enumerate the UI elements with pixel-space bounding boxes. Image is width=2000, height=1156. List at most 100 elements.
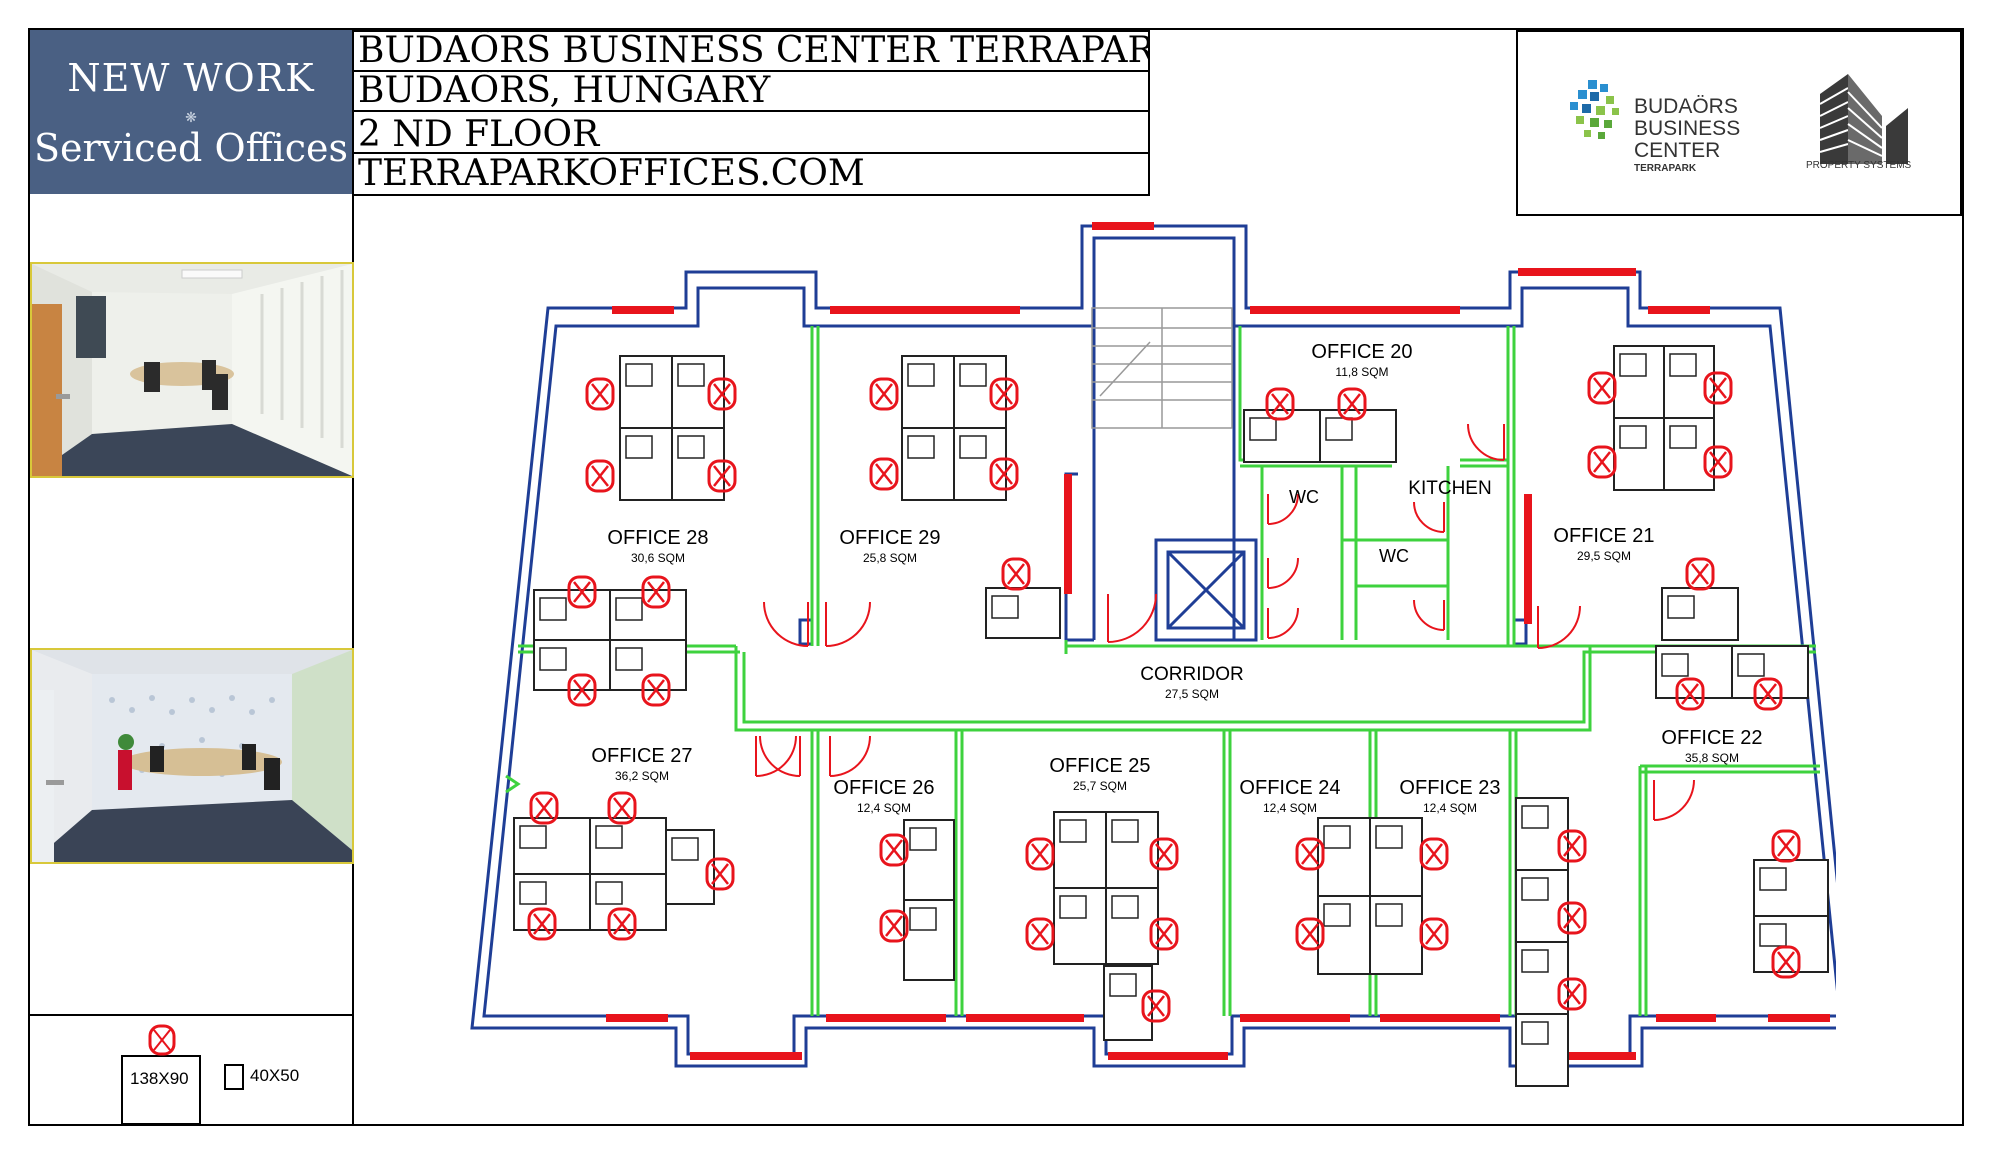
corridor-name: CORRIDOR <box>1140 664 1243 685</box>
chair-mark <box>711 863 729 885</box>
header-right-line <box>1148 30 1150 196</box>
office-26-name: OFFICE 26 <box>833 777 934 799</box>
drawer-unit <box>909 827 937 851</box>
drawer-unit <box>991 595 1019 619</box>
desks <box>513 345 1829 1087</box>
chair-mark <box>1343 393 1361 415</box>
chair-icon <box>1685 557 1715 591</box>
chair-mark <box>1563 907 1581 929</box>
door-swing <box>1107 593 1157 643</box>
office-20-area: 11,8 SQM <box>1335 365 1388 379</box>
door-swing <box>759 735 801 777</box>
chair-seat <box>1295 917 1325 951</box>
chair-mark <box>1777 951 1795 973</box>
chair-mark <box>1709 377 1727 399</box>
chair-icon <box>607 907 637 941</box>
legend-small-box <box>224 1064 244 1090</box>
chair-mark <box>1563 835 1581 857</box>
window <box>1648 306 1710 314</box>
chair-icon <box>879 909 909 943</box>
door-swing <box>1267 607 1299 639</box>
chair-icon <box>1675 677 1705 711</box>
drawer-unit <box>909 907 937 931</box>
office-20-name: OFFICE 20 <box>1311 341 1412 363</box>
drawer-unit <box>1111 895 1139 919</box>
chair-seat <box>1557 829 1587 863</box>
header-location: BUDAÖRS, HUNGARY <box>354 72 1150 112</box>
window <box>1250 306 1460 314</box>
chair-icon <box>1703 445 1733 479</box>
chair-mark <box>875 383 893 405</box>
door-swing <box>755 735 797 777</box>
kitchen-label: KITCHEN <box>1408 478 1491 499</box>
drawer-unit <box>1619 425 1647 449</box>
window <box>1240 1014 1350 1022</box>
drawer-unit <box>1759 867 1787 891</box>
chair-seat <box>1419 917 1449 951</box>
chair-seat <box>1771 945 1801 979</box>
drawer-unit <box>959 363 987 387</box>
chair-mark <box>1425 843 1443 865</box>
bbc-logo-line3: CENTER <box>1634 139 1721 162</box>
chair-mark <box>995 463 1013 485</box>
chair-mark <box>1425 923 1443 945</box>
drawer-unit <box>671 837 699 861</box>
chair-mark <box>885 915 903 937</box>
drawer-unit <box>677 435 705 459</box>
door-swing <box>1267 493 1299 525</box>
chair-mark <box>1777 835 1795 857</box>
drawer-unit <box>1323 825 1351 849</box>
drawer-unit <box>1619 353 1647 377</box>
chair-mark <box>535 797 553 819</box>
chair-icon <box>1149 917 1179 951</box>
chair-mark <box>1681 683 1699 705</box>
chair-seat <box>529 791 559 825</box>
chair-icon <box>1419 837 1449 871</box>
chair-icon <box>529 791 559 825</box>
brand-line1: NEW WORK <box>67 56 315 100</box>
chair-mark <box>1155 923 1173 945</box>
chair-seat <box>1025 917 1055 951</box>
chair-mark <box>713 383 731 405</box>
office-22-area: 35,8 SQM <box>1685 751 1739 765</box>
drawer-unit <box>1325 417 1353 441</box>
door-swing <box>1467 423 1505 461</box>
chair-seat <box>989 377 1019 411</box>
drawer-unit <box>1375 903 1403 927</box>
door-swing <box>825 601 871 647</box>
chair-seat <box>641 673 671 707</box>
chair-icon <box>607 791 637 825</box>
window <box>1768 1014 1830 1022</box>
drawer-unit <box>1059 895 1087 919</box>
window <box>826 1014 946 1022</box>
chair-icon <box>879 833 909 867</box>
chair-icon <box>1557 901 1587 935</box>
chair-mark <box>1301 843 1319 865</box>
drawer-unit <box>1323 903 1351 927</box>
window <box>612 306 674 314</box>
chair-mark <box>533 913 551 935</box>
chair-icon <box>567 575 597 609</box>
chair-seat <box>1771 829 1801 863</box>
office-23-name: OFFICE 23 <box>1399 777 1500 799</box>
chair-mark <box>1031 923 1049 945</box>
drawer-unit <box>1667 595 1695 619</box>
chair-seat <box>567 673 597 707</box>
legend-desk-symbol <box>121 1024 201 1125</box>
chair-icon <box>1337 387 1367 421</box>
chair-seat <box>1025 837 1055 871</box>
chair-mark <box>647 581 665 603</box>
office-26-area: 12,4 SQM <box>857 801 911 815</box>
legend-top-line <box>30 1014 352 1016</box>
drawer-unit <box>1521 1021 1549 1045</box>
office-29-name: OFFICE 29 <box>839 527 940 549</box>
drawer-unit <box>1669 425 1697 449</box>
chair-seat <box>1265 387 1295 421</box>
chair-seat <box>1587 445 1617 479</box>
drawer-unit <box>1375 825 1403 849</box>
chair-seat <box>1149 917 1179 951</box>
chair-mark <box>1593 377 1611 399</box>
brand-separator: ❋ <box>185 110 197 126</box>
door-swing <box>829 735 871 777</box>
door-swing <box>1537 605 1581 649</box>
